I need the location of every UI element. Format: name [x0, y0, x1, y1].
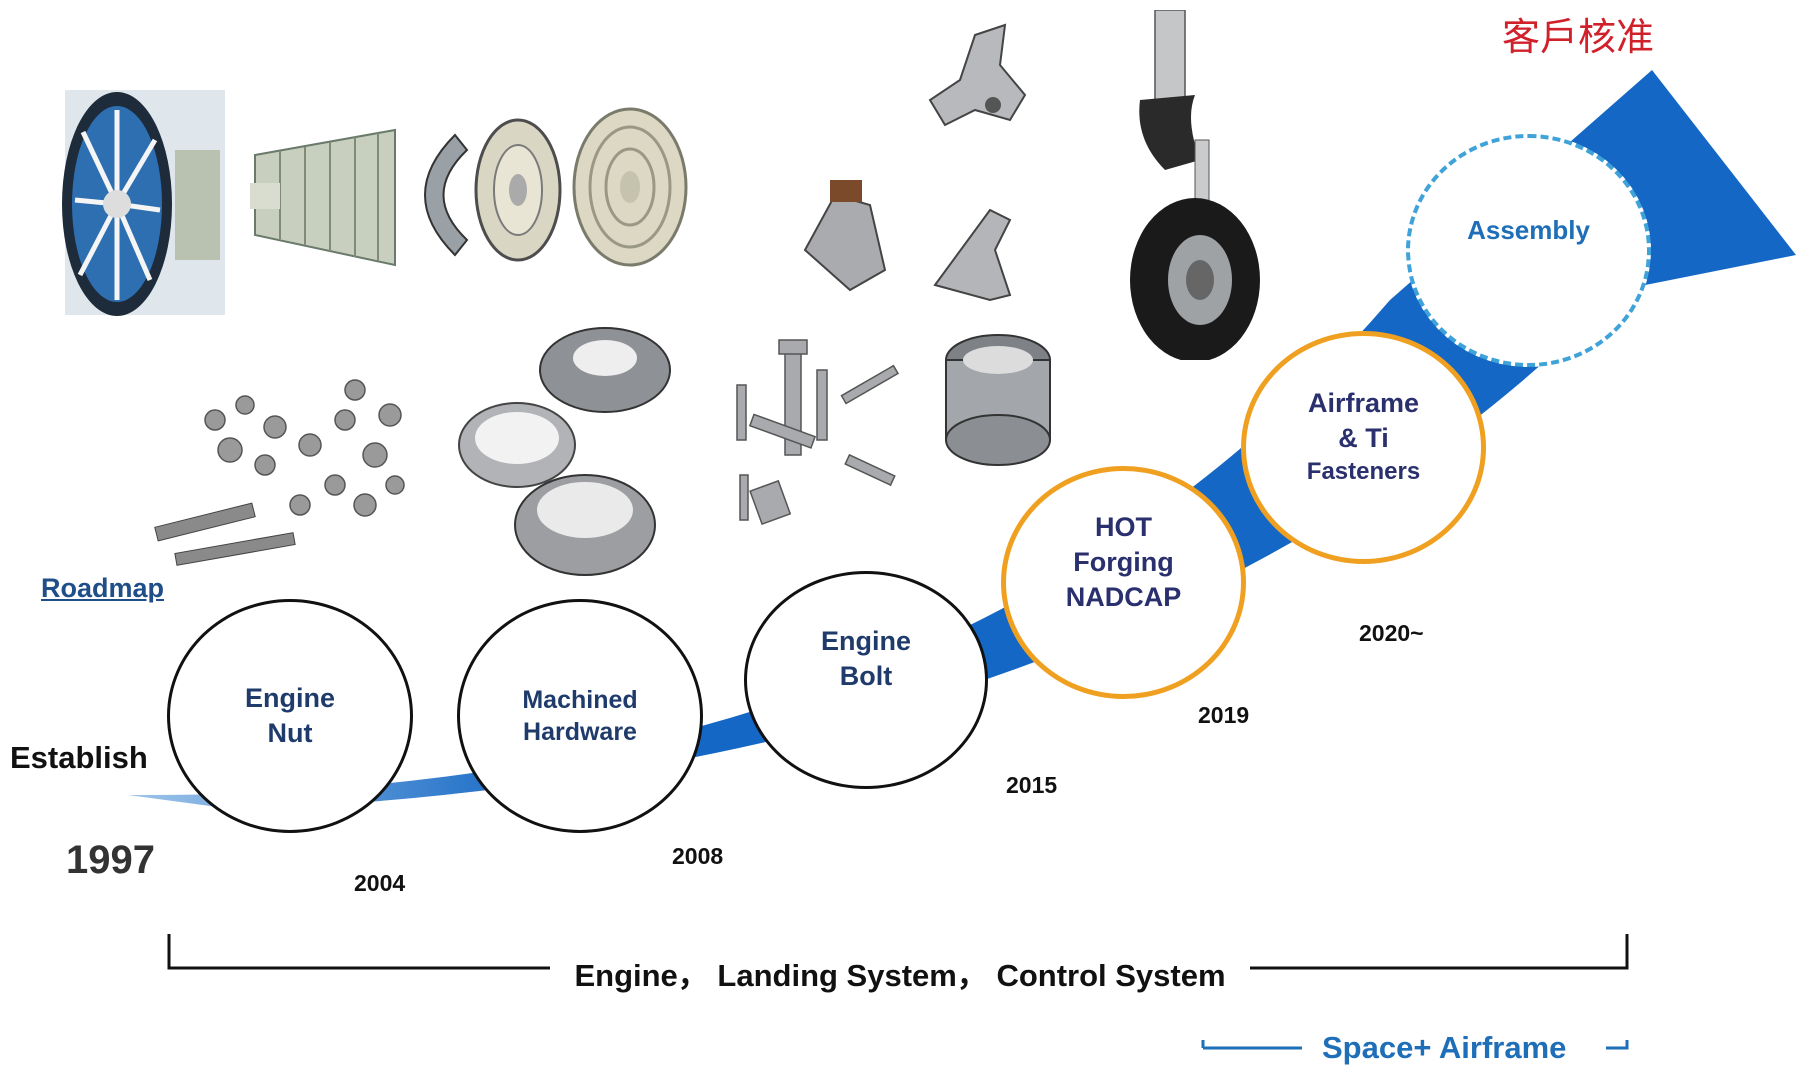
nuts-collection-icon — [154, 379, 405, 566]
milestone-line: Fasteners — [1306, 458, 1421, 485]
milestone-line: Hardware — [523, 718, 637, 746]
roadmap-link[interactable]: Roadmap — [41, 573, 165, 603]
milestone-line: Nut — [267, 718, 313, 748]
milestone-line: Assembly — [1467, 214, 1590, 245]
landing-gear-icon — [1130, 10, 1260, 360]
year-label-2019: 2019 — [1198, 702, 1250, 728]
establish-label: Establish — [10, 740, 148, 775]
compressor-icon — [250, 128, 396, 267]
forged-ring-icon — [945, 334, 1051, 466]
milestone-line: NADCAP — [1065, 582, 1182, 613]
year-label-2008: 2008 — [672, 843, 724, 869]
milestone-line: Machined — [522, 685, 638, 714]
milestone-line: HOT — [1095, 511, 1152, 542]
milestone-engine-bolt: Engine Bolt — [744, 571, 988, 789]
milestone-airframe-ti-fasteners: Airframe & Ti Fasteners — [1241, 331, 1486, 564]
bracket-parts-icon — [803, 23, 1027, 302]
year-label-2015: 2015 — [1006, 772, 1058, 798]
scope-label: Engine， Landing System， Control System — [574, 958, 1226, 993]
machined-rings-icon — [458, 327, 671, 576]
milestone-line: Airframe — [1307, 387, 1420, 418]
milestone-line: & Ti — [1338, 422, 1389, 453]
milestone-assembly: Assembly — [1406, 134, 1651, 367]
engine-cutaway-icon — [62, 90, 225, 316]
year-label-2020: 2020~ — [1359, 620, 1424, 646]
bolts-collection-icon — [736, 339, 900, 526]
milestone-line: Engine — [820, 625, 911, 656]
turbine-ring-icon — [474, 118, 562, 262]
milestone-engine-nut: Engine Nut — [167, 599, 413, 833]
milestone-hot-forging-nadcap: HOT Forging NADCAP — [1001, 466, 1246, 699]
future-scope-label: Space+ Airframe — [1322, 1030, 1567, 1065]
turbine-disk-icon — [572, 107, 688, 267]
milestone-line: Bolt — [839, 661, 893, 691]
milestone-machined-hardware: Machined Hardware — [457, 599, 703, 833]
year-label-2004: 2004 — [354, 870, 406, 896]
customer-approval-label: 客戶核准 — [1502, 15, 1655, 59]
establish-year: 1997 — [66, 838, 155, 882]
fan-disk-icon — [424, 133, 469, 257]
milestone-line: Engine — [244, 682, 335, 713]
milestone-line: Forging — [1073, 546, 1174, 577]
